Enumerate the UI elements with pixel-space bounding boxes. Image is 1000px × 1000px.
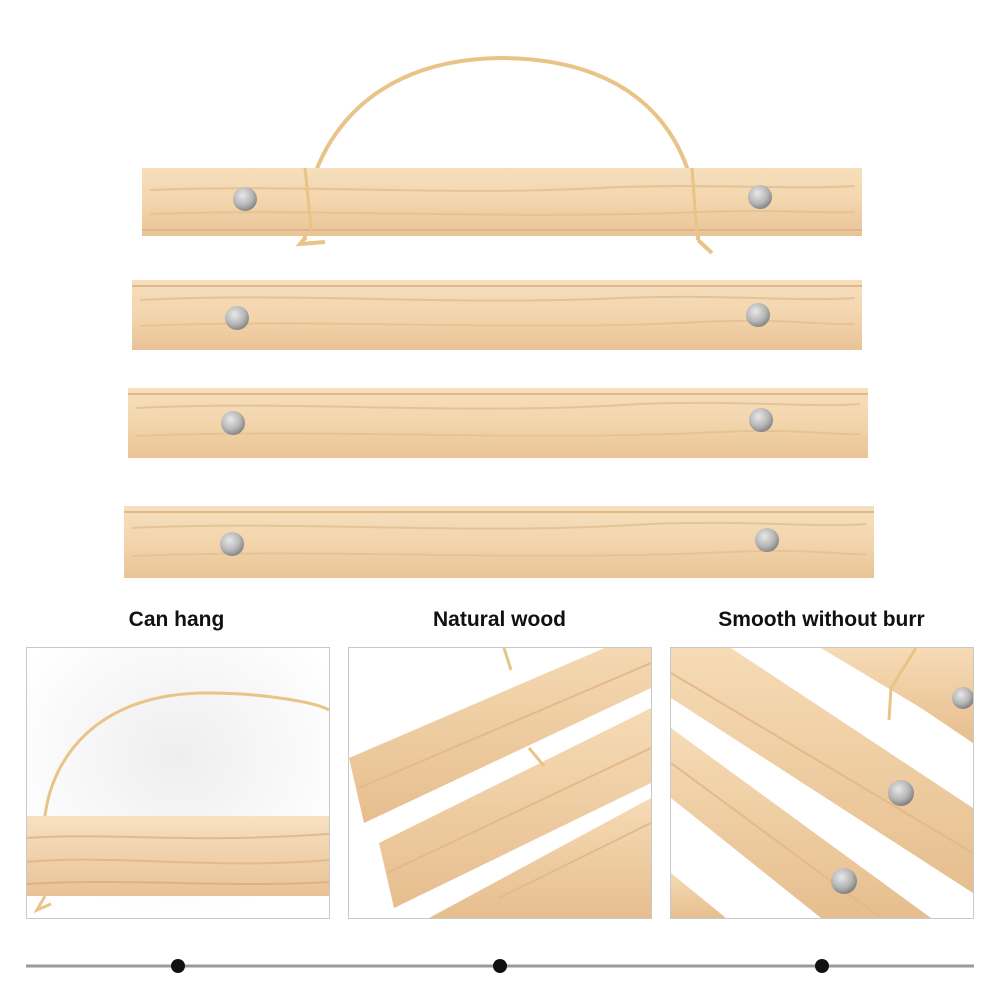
wood-bar-1 (142, 168, 862, 236)
magnet (831, 868, 857, 894)
magnet (749, 408, 773, 432)
magnet (220, 532, 244, 556)
magnet (746, 303, 770, 327)
feature-caption-can-hang: Can hang (128, 608, 225, 631)
feature-caption-natural-wood: Natural wood (432, 608, 566, 631)
magnet (225, 306, 249, 330)
wood-bar-4 (124, 506, 874, 578)
timeline-dot (815, 959, 829, 973)
product-hero-image (124, 55, 874, 578)
closeup-wood-grain-image (349, 648, 651, 918)
magnet (221, 411, 245, 435)
feature-panel-smooth (670, 647, 974, 919)
magnet (888, 780, 914, 806)
wood-bar-2 (132, 280, 862, 350)
timeline-dot (493, 959, 507, 973)
closeup-hanging-bar-image (27, 648, 329, 918)
feature-panel-natural-wood (348, 647, 652, 919)
string-tail (696, 238, 714, 255)
magnet (952, 687, 973, 709)
feature-caption-smooth: Smooth without burr (718, 608, 925, 631)
timeline-dot (171, 959, 185, 973)
timeline-decoration (26, 959, 974, 973)
magnet (748, 185, 772, 209)
magnet (755, 528, 779, 552)
closeup-smooth-bars-image (671, 648, 973, 918)
wood-bar-3 (128, 388, 868, 458)
feature-panel-can-hang (26, 647, 330, 919)
hanging-string (43, 691, 329, 817)
magnet (233, 187, 257, 211)
